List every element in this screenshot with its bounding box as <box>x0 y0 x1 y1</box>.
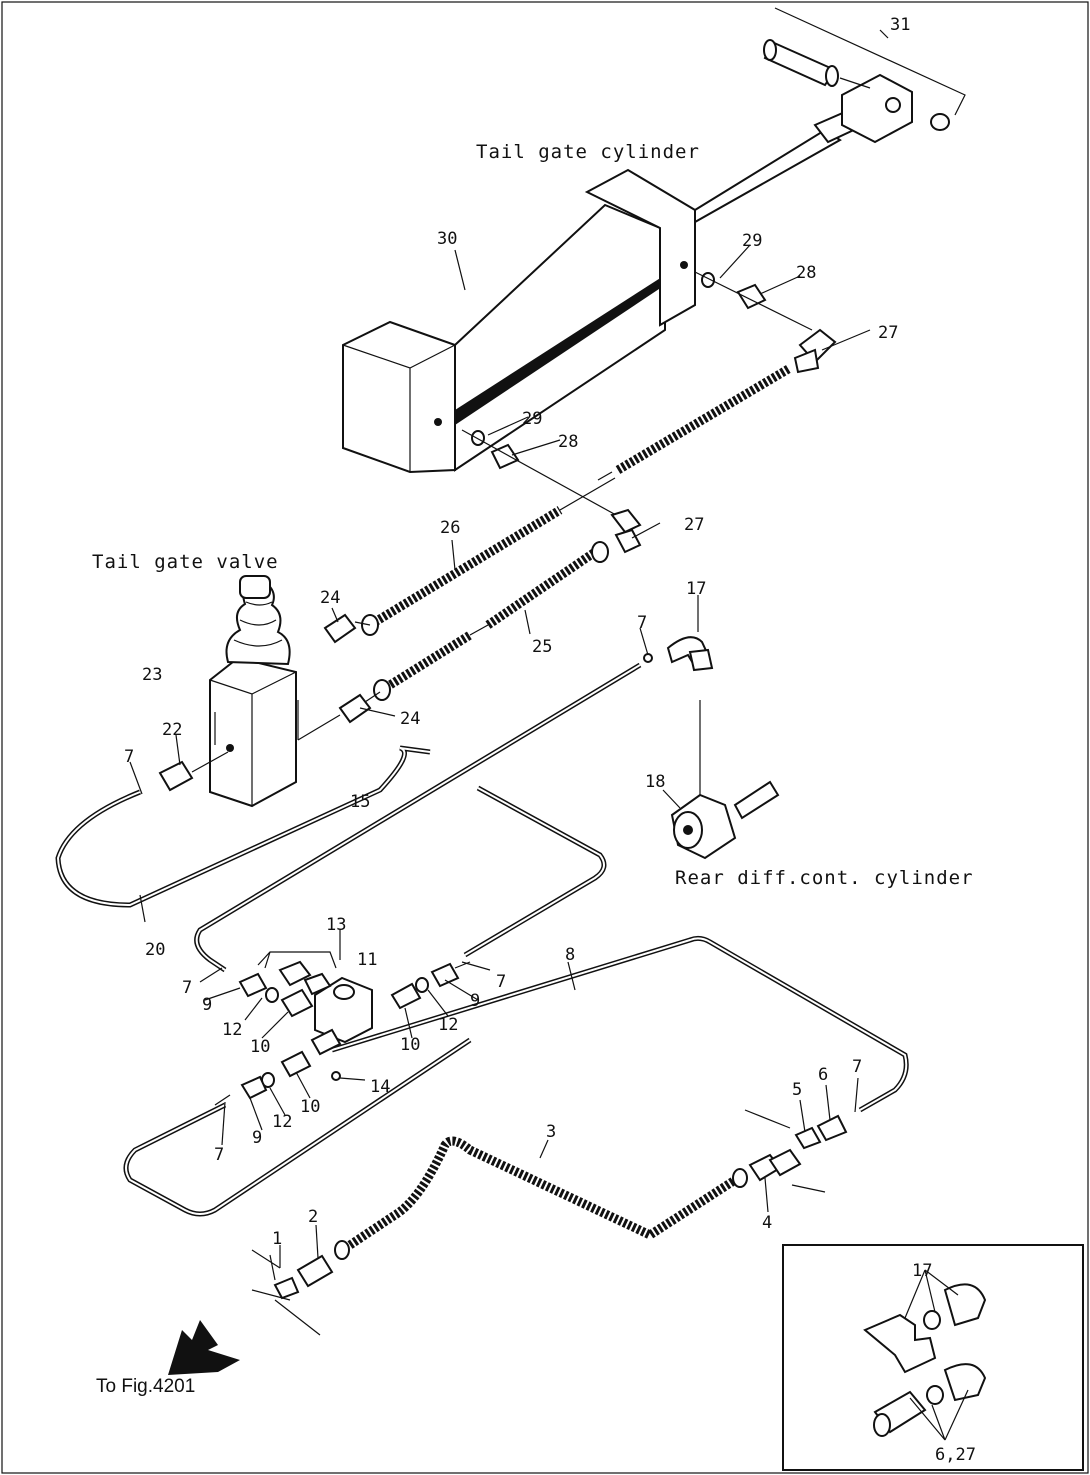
part-label-7: 7 <box>637 613 647 633</box>
cylinder-fittings <box>461 271 837 554</box>
part-label-27: 27 <box>684 515 704 535</box>
part-label-7: 7 <box>496 972 506 992</box>
part-label-1: 1 <box>272 1229 282 1249</box>
leader-lines <box>129 244 871 1268</box>
part-label-12: 12 <box>272 1112 292 1132</box>
part-label-25: 25 <box>532 637 552 657</box>
part-label-13: 13 <box>326 915 346 935</box>
part-label-24: 24 <box>320 588 340 608</box>
part-label-7: 7 <box>852 1057 862 1077</box>
caption-rear-diff-cylinder: Rear diff.cont. cylinder <box>675 867 974 889</box>
part-label-8: 8 <box>565 945 575 965</box>
part-label-20: 20 <box>145 940 165 960</box>
part-label-6: 6 <box>818 1065 828 1085</box>
part-label-26: 26 <box>440 518 460 538</box>
part-label-4: 4 <box>762 1213 772 1233</box>
part-label-7: 7 <box>124 747 134 767</box>
tail-gate-cylinder <box>342 7 966 474</box>
part-label-12: 12 <box>222 1020 242 1040</box>
part-label-9: 9 <box>252 1128 262 1148</box>
part-label-10: 10 <box>250 1037 270 1057</box>
valve-fittings <box>158 613 381 792</box>
pipes <box>55 662 909 1217</box>
rear-diff-cylinder <box>643 636 780 860</box>
part-label-9: 9 <box>202 995 212 1015</box>
part-label-18: 18 <box>645 772 665 792</box>
part-label-29: 29 <box>522 409 542 429</box>
part-label-7: 7 <box>214 1145 224 1165</box>
part-label-27: 27 <box>878 323 898 343</box>
front-arrow-icon <box>168 1320 240 1375</box>
inset-label-6-27: 6,27 <box>935 1445 976 1465</box>
hoses <box>361 364 793 701</box>
caption-tail-gate-valve: Tail gate valve <box>92 551 279 573</box>
distributor-block <box>214 951 471 1106</box>
part-label-28: 28 <box>558 432 578 452</box>
part-label-11: 11 <box>357 950 377 970</box>
part-label-10: 10 <box>400 1035 420 1055</box>
part-label-5: 5 <box>792 1080 802 1100</box>
tail-gate-valve <box>209 575 341 808</box>
part-label-7: 7 <box>182 978 192 998</box>
inset-detail <box>782 1244 1084 1471</box>
part-label-3: 3 <box>546 1122 556 1142</box>
part-label-9: 9 <box>470 991 480 1011</box>
caption-to-fig: To Fig.4201 <box>96 1376 195 1397</box>
inset-label-17: 17 <box>912 1261 932 1281</box>
caption-tail-gate-cylinder: Tail gate cylinder <box>476 141 700 163</box>
part-label-10: 10 <box>300 1097 320 1117</box>
part-label-2: 2 <box>308 1207 318 1227</box>
lower-fittings <box>168 1109 848 1375</box>
part-label-14: 14 <box>370 1077 390 1097</box>
part-label-30: 30 <box>437 229 457 249</box>
part-label-31: 31 <box>890 15 910 35</box>
part-label-17: 17 <box>686 579 706 599</box>
hose-3 <box>334 1136 748 1260</box>
part-label-15: 15 <box>350 792 370 812</box>
part-label-23: 23 <box>142 665 162 685</box>
part-label-29: 29 <box>742 231 762 251</box>
part-label-22: 22 <box>162 720 182 740</box>
part-label-12: 12 <box>438 1015 458 1035</box>
part-label-28: 28 <box>796 263 816 283</box>
part-label-24: 24 <box>400 709 420 729</box>
